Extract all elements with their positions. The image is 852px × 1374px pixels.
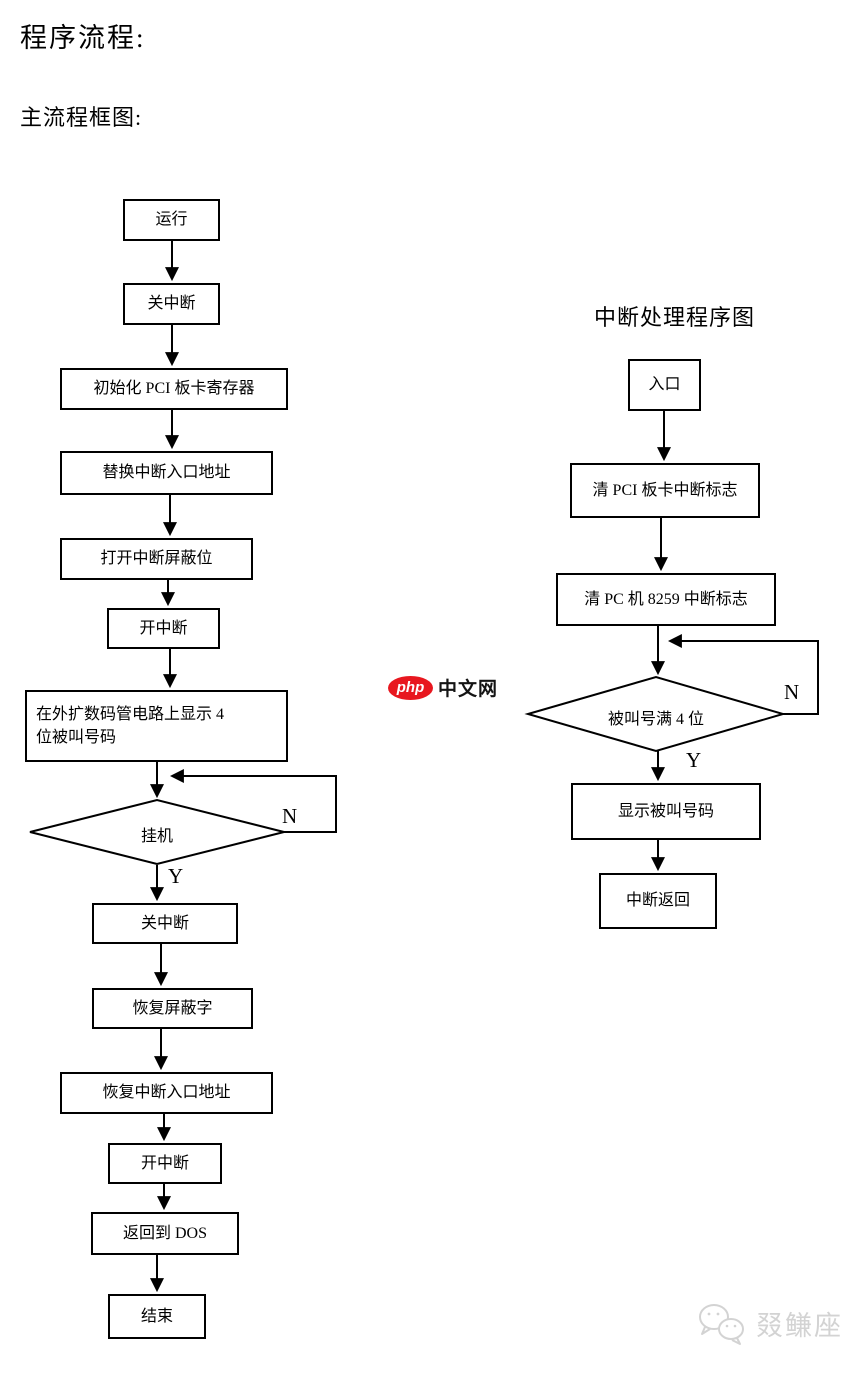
- int-step-iret: 中断返回: [599, 873, 717, 929]
- int-step-show-number: 显示被叫号码: [571, 783, 761, 840]
- wechat-icon: [699, 1304, 744, 1345]
- int-step-entry: 入口: [628, 359, 701, 411]
- int-step-clear-8259: 清 PC 机 8259 中断标志: [556, 573, 776, 626]
- main-flowchart-arrows: [29, 241, 337, 1293]
- main-branch-no-label: N: [282, 804, 298, 828]
- flow-step-enable-int: 开中断: [107, 608, 220, 649]
- flow-step-restore-vector: 恢复中断入口地址: [60, 1072, 273, 1114]
- flow-step-return-dos: 返回到 DOS: [91, 1212, 239, 1255]
- flow-step-disable-int-2: 关中断: [92, 903, 238, 944]
- int-step-clear-pci: 清 PCI 板卡中断标志: [570, 463, 760, 518]
- decision-hangup-label: 挂机: [140, 828, 173, 845]
- flow-step-restore-mask: 恢复屏蔽字: [92, 988, 253, 1029]
- corner-watermark: 叕鳒座: [696, 1300, 843, 1346]
- section-subtitle: 主流程框图:: [20, 105, 143, 130]
- flow-step-disable-int: 关中断: [123, 283, 220, 325]
- flow-step-open-mask: 打开中断屏蔽位: [60, 538, 253, 580]
- php-logo-badge: php: [388, 675, 433, 700]
- flow-step-run: 运行: [123, 199, 220, 241]
- php-site-watermark: php 中文网: [388, 674, 498, 701]
- flow-step-enable-int-2: 开中断: [108, 1143, 222, 1184]
- digits-full-decision-diamond: [524, 675, 787, 753]
- php-site-name: 中文网: [438, 679, 499, 700]
- page-title: 程序流程:: [20, 23, 146, 53]
- flow-step-end: 结束: [108, 1294, 206, 1339]
- flow-step-display-number: 在外扩数码管电路上显示 4 位被叫号码: [25, 690, 288, 762]
- int-branch-yes-label: Y: [686, 748, 702, 772]
- flow-step-init-pci: 初始化 PCI 板卡寄存器: [60, 368, 288, 410]
- int-branch-no-label: N: [784, 680, 800, 704]
- corner-watermark-text: 叕鳒座: [756, 1310, 843, 1341]
- interrupt-flowchart-arrows: [524, 411, 819, 872]
- decision-digits-full-label: 被叫号满 4 位: [607, 711, 704, 728]
- interrupt-chart-title: 中断处理程序图: [594, 305, 756, 330]
- hangup-decision-diamond: [29, 798, 285, 866]
- main-branch-yes-label: Y: [168, 864, 184, 888]
- flow-step-replace-vector: 替换中断入口地址: [60, 451, 273, 495]
